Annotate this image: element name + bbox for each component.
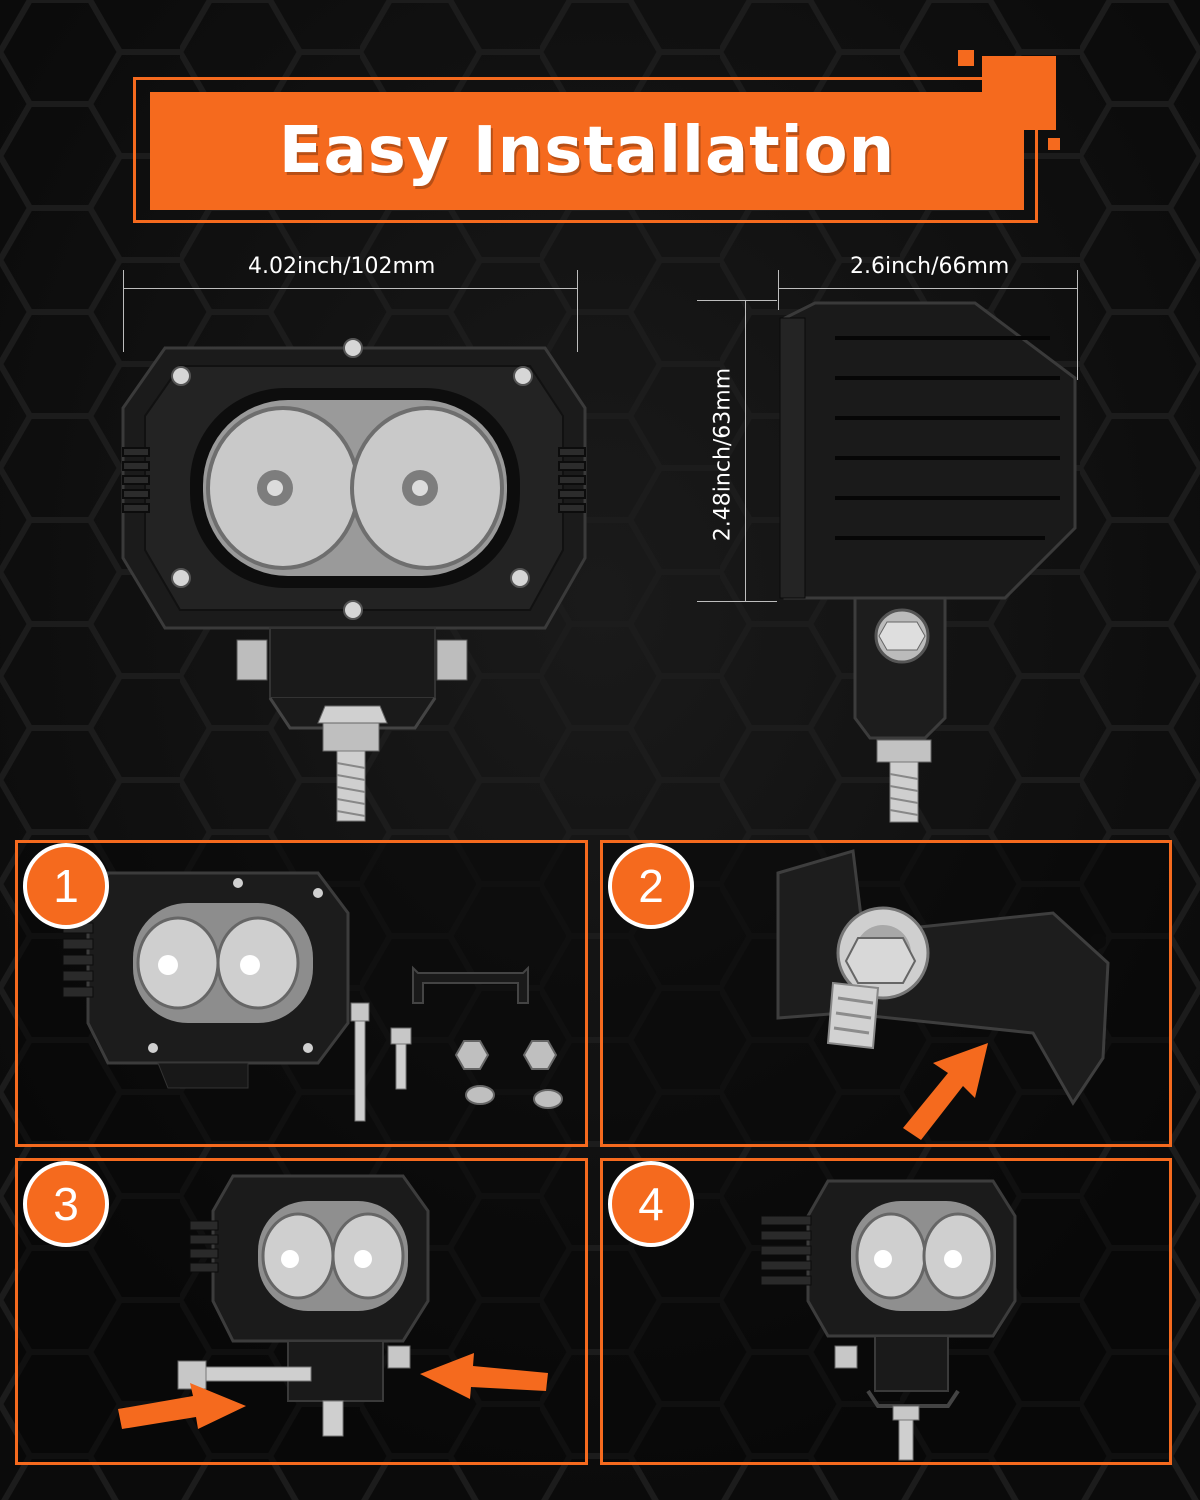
depth-dimension-label: 2.6inch/66mm (850, 254, 1010, 279)
height-dimension-line (745, 300, 746, 602)
width-tick-right (577, 270, 578, 352)
banner-frame (133, 77, 1038, 223)
step-4-badge: 4 (608, 1161, 694, 1247)
step-1-panel: 1 (15, 840, 588, 1147)
step-2-image (776, 849, 1110, 1140)
step-3-image (118, 1174, 548, 1437)
height-tick-bottom (697, 601, 777, 602)
step-3-badge: 3 (23, 1161, 109, 1247)
light-front-view (121, 338, 587, 822)
step-4-panel: 4 (600, 1158, 1172, 1465)
step-2-badge: 2 (608, 843, 694, 929)
height-tick-top (697, 300, 777, 301)
depth-tick-right (1077, 270, 1078, 380)
width-tick-left (123, 270, 124, 352)
decor-square-large (982, 56, 1056, 130)
step-2-panel: 2 (600, 840, 1172, 1147)
depth-tick-left (778, 270, 779, 310)
depth-dimension-line (778, 288, 1078, 289)
step-4-image (760, 1179, 1017, 1461)
width-dimension-line (123, 288, 578, 289)
banner: Easy Installation (150, 92, 1024, 210)
height-dimension-label: 2.48inch/63mm (710, 367, 736, 542)
step-3-panel: 3 (15, 1158, 588, 1465)
step-1-badge: 1 (23, 843, 109, 929)
decor-square-tiny (1048, 138, 1060, 150)
width-dimension-label: 4.02inch/102mm (248, 254, 436, 279)
decor-square-small (958, 50, 974, 66)
light-side-view (779, 301, 1077, 823)
banner-title: Easy Installation (278, 114, 896, 188)
step-1-image (62, 871, 563, 1122)
